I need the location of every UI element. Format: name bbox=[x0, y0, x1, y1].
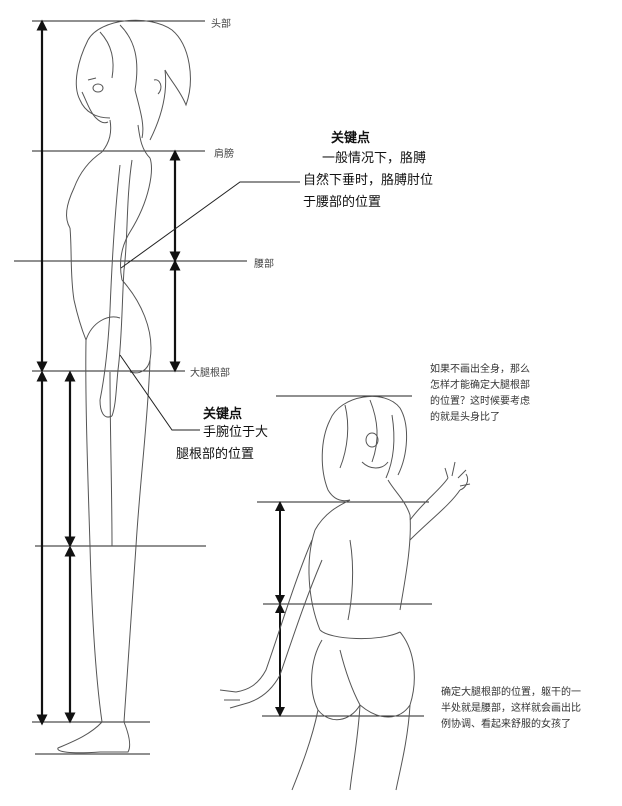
keypoint-elbow-line-2: 自然下垂时，胳膊肘位 bbox=[303, 173, 434, 188]
left-guide-lines bbox=[14, 20, 247, 755]
note-top-line-1: 如果不画出全身，那么 bbox=[430, 364, 530, 375]
note-bottom: 确定大腿根部的位置，躯干的一 半处就是腰部，这样就会画出比 例协调、看起来舒服的… bbox=[441, 685, 581, 733]
note-top-line-4: 的就是头身比了 bbox=[430, 412, 500, 423]
right-figure-sketch bbox=[219, 395, 471, 791]
label-waist: 腰部 bbox=[254, 259, 274, 270]
note-bottom-line-1: 确定大腿根部的位置，躯干的一 bbox=[441, 687, 581, 698]
note-bottom-line-3: 例协调、看起来舒服的女孩了 bbox=[441, 719, 571, 730]
note-bottom-line-2: 半处就是腰部，这样就会画出比 bbox=[441, 703, 581, 714]
keypoint-wrist-title: 关键点 bbox=[203, 407, 243, 422]
keypoint-wrist-line-1: 手腕位于大 bbox=[203, 425, 269, 440]
label-head: 头部 bbox=[211, 19, 231, 30]
keypoint-elbow-line-3: 于腰部的位置 bbox=[303, 195, 382, 210]
label-shoulder: 肩膀 bbox=[214, 149, 234, 160]
note-top-line-3: 的位置？这时候要考虑 bbox=[430, 396, 530, 407]
keypoint-elbow-line-1: 一般情况下，胳膊 bbox=[322, 151, 427, 166]
note-top-line-2: 怎样才能确定大腿根部 bbox=[430, 380, 530, 391]
right-guide-lines bbox=[257, 395, 432, 717]
note-top: 如果不画出全身，那么 怎样才能确定大腿根部 的位置？这时候要考虑 的就是头身比了 bbox=[430, 362, 530, 426]
pointer-wrist bbox=[119, 354, 200, 431]
left-pointers bbox=[119, 181, 300, 431]
pointer-elbow bbox=[120, 181, 300, 269]
keypoint-wrist-line-2: 腿根部的位置 bbox=[176, 447, 255, 462]
left-arrows bbox=[36, 19, 181, 726]
keypoint-elbow-title: 关键点 bbox=[331, 131, 371, 146]
label-thigh-root: 大腿根部 bbox=[190, 368, 230, 379]
left-figure-sketch bbox=[57, 19, 191, 754]
